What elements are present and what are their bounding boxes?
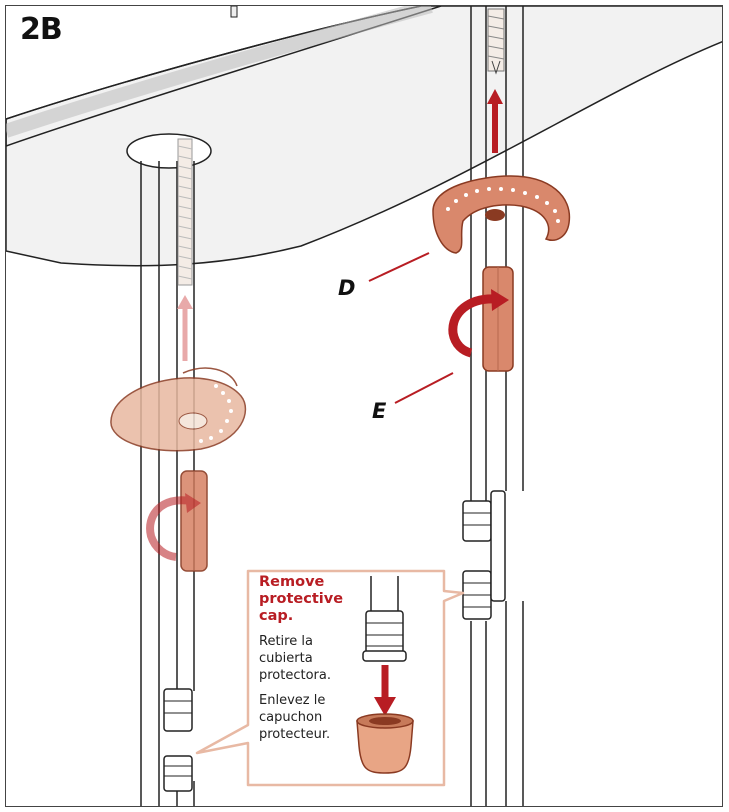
washer-d [432, 175, 571, 254]
callout-english: Remove protective cap. [259, 574, 344, 624]
nut-e [482, 266, 514, 372]
rotate-arrow-icon [146, 493, 201, 561]
up-arrow-icon [487, 89, 503, 153]
cap-removal-illustration [362, 576, 407, 662]
right-threaded-shank [487, 8, 505, 75]
countertop [6, 6, 722, 267]
rotate-arrow-icon [448, 289, 509, 358]
left-connector [163, 688, 193, 792]
mounting-hole [126, 133, 212, 169]
down-arrow-icon [374, 665, 396, 716]
diagram-frame: 2B D E Remove protective cap. Retire la … [5, 5, 723, 807]
up-arrow-icon [177, 295, 193, 361]
right-connector [462, 490, 506, 620]
label-d: D [338, 276, 356, 300]
callout-spanish: Retire la cubierta protectora. [259, 634, 332, 683]
label-e: E [372, 399, 387, 423]
leader-line-e [394, 372, 454, 404]
callout-text: Remove protective cap. Retire la cubiert… [259, 574, 355, 751]
leader-line-d [368, 252, 430, 282]
left-threaded-shank [177, 138, 193, 286]
protective-cap [356, 713, 414, 774]
left-mounting-washer [110, 367, 247, 452]
right-supply-line [470, 6, 524, 806]
installation-illustration [6, 6, 722, 806]
callout-french: Enlevez le capuchon protecteur. [259, 693, 331, 742]
left-mounting-nut [180, 470, 208, 572]
step-label: 2B [20, 12, 63, 47]
